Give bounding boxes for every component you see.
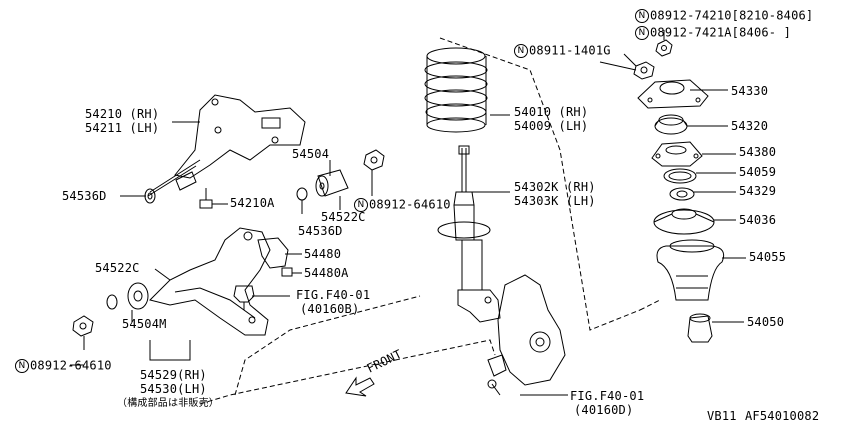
- label-54050: 54050: [747, 315, 785, 329]
- nut-08912-top: [363, 149, 385, 171]
- label-54536d-mid: 54536D: [298, 224, 343, 238]
- label-54302k-rh: 54302K (RH): [514, 180, 596, 194]
- control-arm-54529: [149, 227, 271, 336]
- label-54504m: 54504M: [122, 317, 167, 331]
- nut-08911: [633, 61, 655, 80]
- label-54009-lh: 54009 (LH): [514, 119, 589, 133]
- bolt-54480a: [281, 267, 293, 277]
- label-54055: 54055: [749, 250, 787, 264]
- nut-part-number: 08911-1401G: [529, 43, 611, 58]
- coil-spring-54010: [424, 47, 488, 133]
- label-54536d-left: 54536D: [62, 189, 107, 203]
- nut-symbol-icon: N: [15, 359, 29, 373]
- leader-lines: [70, 30, 746, 396]
- label-40160b: (40160B): [300, 302, 360, 316]
- label-54303k-lh: 54303K (LH): [514, 194, 596, 208]
- label-54036: 54036: [739, 213, 777, 227]
- label-54210-rh: 54210 (RH): [85, 107, 160, 121]
- knuckle: [487, 274, 566, 389]
- label-54529-rh: 54529(RH): [140, 368, 207, 382]
- nut-08912-bottom: [72, 315, 94, 337]
- label-54330: 54330: [731, 84, 769, 98]
- ring-54059: [663, 168, 697, 184]
- bumper-54050: [687, 313, 713, 343]
- nut-symbol-icon: N: [354, 198, 368, 212]
- nut-part-number: 08912-74210[8210-8406]: [650, 8, 814, 23]
- label-fig-f40-01-a: FIG.F40-01: [296, 288, 371, 302]
- bushing-54504m: [127, 282, 149, 310]
- washer-54536d-mid: [296, 187, 308, 201]
- seat-54036: [653, 208, 715, 235]
- front-arrow-icon: [345, 376, 375, 397]
- label-54522c-top: 54522C: [321, 210, 366, 224]
- label-54480: 54480: [304, 247, 342, 261]
- label-54530-lh: 54530(LH): [140, 382, 207, 396]
- bracket-54480: [257, 237, 289, 269]
- diagram-id: VB11: [707, 409, 737, 423]
- bushing-54504: [315, 169, 349, 197]
- label-54210a: 54210A: [230, 196, 275, 210]
- washer-54536d: [144, 188, 156, 204]
- boot-54055: [656, 239, 725, 301]
- nut-symbol-icon: N: [514, 44, 528, 58]
- label-54059: 54059: [739, 165, 777, 179]
- nut-symbol-icon: N: [635, 9, 649, 23]
- nut-symbol-icon: N: [635, 26, 649, 40]
- label-54522c-left: 54522C: [95, 261, 140, 275]
- label-fig-f40-01-b: FIG.F40-01: [570, 389, 645, 403]
- label-54480a: 54480A: [304, 266, 349, 280]
- nut-part-number: 08912-64610: [369, 197, 451, 212]
- label-54320: 54320: [731, 119, 769, 133]
- label-54010-rh: 54010 (RH): [514, 105, 589, 119]
- figure-code: AF54010082: [745, 409, 820, 423]
- label-54380: 54380: [739, 145, 777, 159]
- washer-54522c-left: [106, 294, 118, 310]
- seat-54380: [651, 141, 703, 167]
- strut-54302k: [437, 145, 501, 323]
- mount-54330: [637, 79, 709, 109]
- label-not-sold-note: （構成部品は非販売）: [117, 398, 219, 409]
- nut-part-number: 08912-7421A[8406- ]: [650, 25, 792, 40]
- nut-part-number: 08912-64610: [30, 358, 112, 373]
- label-40160d: (40160D): [574, 403, 634, 417]
- bolt-54210a: [199, 188, 213, 209]
- label-54329: 54329: [739, 184, 777, 198]
- label-54504: 54504: [292, 147, 330, 161]
- washer-54329: [669, 187, 695, 201]
- dashed-boundary: [199, 37, 661, 405]
- label-54211-lh: 54211 (LH): [85, 121, 160, 135]
- bearing-54320: [654, 114, 688, 135]
- nut-08912-74210: [655, 39, 673, 57]
- bracket-54210: [147, 94, 306, 197]
- ball-joint: [233, 285, 255, 310]
